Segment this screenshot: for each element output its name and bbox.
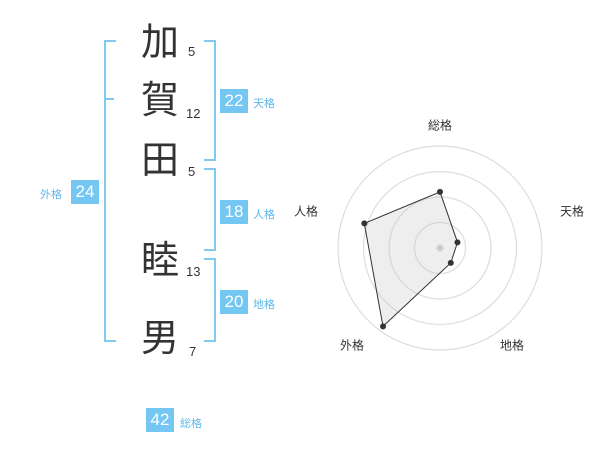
name-char-1: 加 — [140, 20, 179, 64]
jinkaku-bracket — [204, 168, 216, 251]
stroke-count-4: 13 — [186, 264, 201, 279]
radar-ring-3 — [362, 170, 518, 326]
tenkaku-bracket — [204, 40, 216, 161]
radar-axis-label-3: 地格 — [500, 338, 524, 353]
name-char-3: 田 — [140, 138, 179, 182]
stroke-count-3: 5 — [188, 164, 196, 179]
jinkaku-label: 人格 — [253, 208, 275, 221]
radar-point-5 — [361, 220, 368, 227]
stroke-count-2: 12 — [186, 106, 201, 121]
name-char-2: 賀 — [140, 78, 179, 122]
chikaku-value: 20 — [220, 290, 248, 314]
radar-point-1 — [437, 188, 443, 195]
radar-axis-label-5: 人格 — [294, 204, 318, 219]
radar-point-4 — [380, 323, 387, 330]
stroke-count-1: 5 — [188, 44, 196, 59]
radar-axis-label-1: 総格 — [428, 118, 452, 133]
radar-axis-label-2: 天格 — [560, 204, 584, 219]
radar-ring-2 — [388, 196, 492, 300]
tenkaku-label: 天格 — [253, 97, 275, 110]
radar-area — [363, 191, 459, 328]
radar-axis-label-4: 外格 — [340, 338, 364, 353]
soukaku-value: 42 — [146, 408, 174, 432]
chikaku-label: 地格 — [253, 298, 275, 311]
jinkaku-value: 18 — [220, 200, 248, 224]
gaikaku-value: 24 — [71, 180, 99, 204]
soukaku-label: 総格 — [180, 417, 202, 430]
gaikaku-label: 外格 — [40, 188, 62, 201]
outer-bracket-mid-tick — [104, 98, 114, 100]
radar-ring-4 — [337, 145, 543, 351]
gaikaku-bracket — [104, 40, 116, 342]
radar-point-3 — [447, 259, 454, 266]
name-char-5: 男 — [140, 316, 179, 360]
radar-point-2 — [454, 239, 461, 246]
stroke-count-5: 7 — [189, 344, 197, 359]
chikaku-bracket — [204, 258, 216, 342]
tenkaku-value: 22 — [220, 89, 248, 113]
radar-center — [436, 244, 444, 252]
name-char-4: 睦 — [140, 238, 179, 282]
